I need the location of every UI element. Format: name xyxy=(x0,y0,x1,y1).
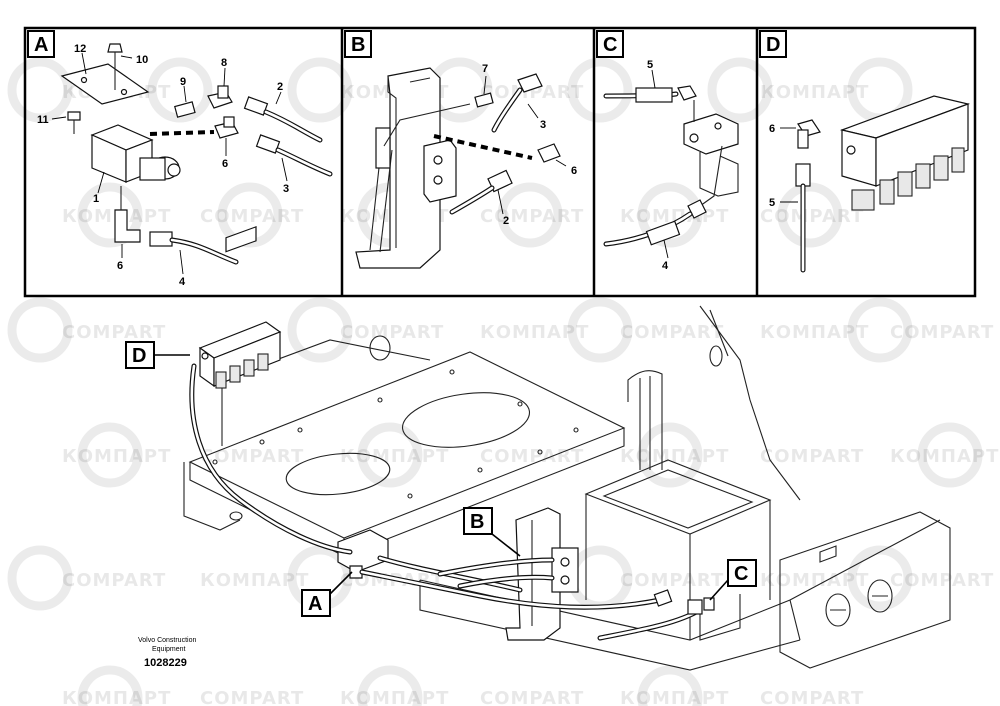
watermark-text: COMPART xyxy=(620,322,724,343)
svg-text:D: D xyxy=(132,345,146,367)
svg-text:B: B xyxy=(470,511,484,533)
panel-b-drawing xyxy=(355,67,567,269)
panel-a-label: A xyxy=(27,30,55,58)
watermark-text: COMPART xyxy=(62,322,166,343)
watermark-text: КОМПАРТ xyxy=(340,446,449,467)
panel-a-callouts: 12 10 9 8 2 11 1 6 3 6 4 xyxy=(37,43,289,288)
watermark-text: COMPART xyxy=(760,206,864,227)
callout-10: 10 xyxy=(136,54,148,66)
callout-12: 12 xyxy=(74,43,86,55)
callout-5: 5 xyxy=(769,197,775,209)
callout-6: 6 xyxy=(769,123,775,135)
watermark-text: КОМПАРТ xyxy=(62,446,171,467)
svg-text:A: A xyxy=(34,34,48,56)
watermark-text: COMPART xyxy=(480,82,584,103)
main-marker-b: B xyxy=(463,507,521,557)
panel-c-drawing xyxy=(603,69,739,259)
callout-5: 5 xyxy=(647,59,653,71)
callout-11: 11 xyxy=(37,114,49,126)
detail-panels-frame xyxy=(23,26,977,298)
watermark-text: КОМПАРТ xyxy=(620,446,729,467)
watermark-text: КОМПАРТ xyxy=(340,688,449,706)
watermark-text: COMPART xyxy=(62,570,166,591)
main-marker-d: D xyxy=(125,341,190,369)
watermark-text: КОМПАРТ xyxy=(620,688,729,706)
watermark-text: COMPART xyxy=(340,322,444,343)
watermark-text: КОМПАРТ xyxy=(760,82,869,103)
panel-d-label: D xyxy=(759,30,787,58)
callout-2: 2 xyxy=(503,215,509,227)
watermark-text: COMPART xyxy=(890,570,994,591)
panel-c-callouts: 5 4 xyxy=(647,59,669,272)
svg-text:C: C xyxy=(603,34,617,56)
watermark-text: КОМПАРТ xyxy=(890,446,999,467)
watermark-text: КОМПАРТ xyxy=(480,322,589,343)
panel-d-callouts: 6 5 xyxy=(769,123,775,209)
brand-line-2: Equipment xyxy=(152,646,186,653)
footer-block: Volvo Construction Equipment 1028229 xyxy=(138,637,196,669)
svg-text:A: A xyxy=(308,593,322,615)
callout-3: 3 xyxy=(540,119,546,131)
watermark-text: КОМПАРТ xyxy=(200,570,309,591)
callout-3: 3 xyxy=(283,183,289,195)
watermark-text: COMPART xyxy=(200,688,304,706)
svg-text:C: C xyxy=(734,563,748,585)
callout-4: 4 xyxy=(179,276,186,288)
main-frame-drawing xyxy=(183,226,951,671)
main-marker-a: A xyxy=(301,571,353,617)
main-marker-c: C xyxy=(709,559,757,601)
watermark-text: COMPART xyxy=(760,446,864,467)
watermark-text: COMPART xyxy=(200,446,304,467)
callout-9: 9 xyxy=(180,76,186,88)
panel-c-label: C xyxy=(596,30,624,58)
watermark-text: КОМПАРТ xyxy=(760,570,869,591)
panel-d-drawing xyxy=(780,95,971,273)
watermark-text: COMPART xyxy=(890,322,994,343)
svg-text:D: D xyxy=(766,34,780,56)
callout-1: 1 xyxy=(93,193,99,205)
panel-b-label: B xyxy=(344,30,372,58)
watermark-text: COMPART xyxy=(480,206,584,227)
panel-b-callouts: 7 3 6 2 xyxy=(482,63,577,227)
callout-2: 2 xyxy=(277,81,283,93)
svg-text:B: B xyxy=(351,34,365,56)
panel-a-drawing xyxy=(51,43,333,275)
watermark-text: COMPART xyxy=(200,206,304,227)
watermark-text: COMPART xyxy=(760,688,864,706)
callout-6: 6 xyxy=(571,165,577,177)
watermark-text: КОМПАРТ xyxy=(760,322,869,343)
watermark-text: КОМПАРТ xyxy=(62,688,171,706)
callout-8: 8 xyxy=(221,57,227,69)
callout-6: 6 xyxy=(222,158,228,170)
callout-6: 6 xyxy=(117,260,123,272)
watermark-text: COMPART xyxy=(480,446,584,467)
watermark-text: COMPART xyxy=(480,688,584,706)
watermark-text: COMPART xyxy=(620,570,724,591)
callout-4: 4 xyxy=(662,260,669,272)
document-number: 1028229 xyxy=(144,657,187,669)
callout-7: 7 xyxy=(482,63,488,75)
brand-line-1: Volvo Construction xyxy=(138,637,196,644)
